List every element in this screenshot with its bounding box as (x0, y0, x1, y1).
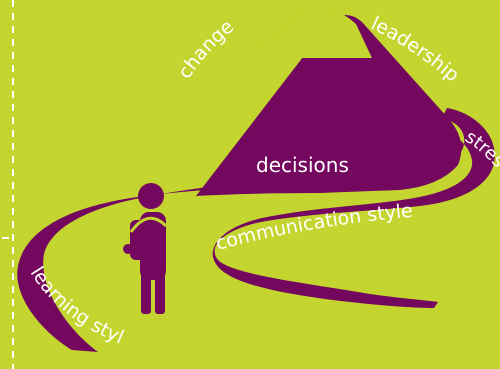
winding-road-path (17, 108, 495, 352)
label-communication-style: communication style (213, 200, 413, 255)
svg-text:learning style: learning style (0, 0, 127, 349)
hiker-strap (129, 216, 168, 233)
hiker-leg-left (141, 272, 151, 314)
svg-text:communication style: communication style (213, 200, 413, 255)
label-decisions: decisions (256, 153, 349, 177)
mountain-peak-snow (245, 10, 372, 58)
hiker-hand (123, 244, 133, 254)
label-learning-style: learning style (0, 0, 127, 349)
mountain-shape (196, 15, 462, 196)
hiker-leg-right (155, 272, 165, 314)
hiker-with-backpack (123, 183, 168, 314)
hiker-torso (140, 212, 166, 280)
hiker-head (138, 183, 164, 209)
svg-text:change: change (174, 16, 238, 83)
label-change: change (174, 16, 238, 83)
